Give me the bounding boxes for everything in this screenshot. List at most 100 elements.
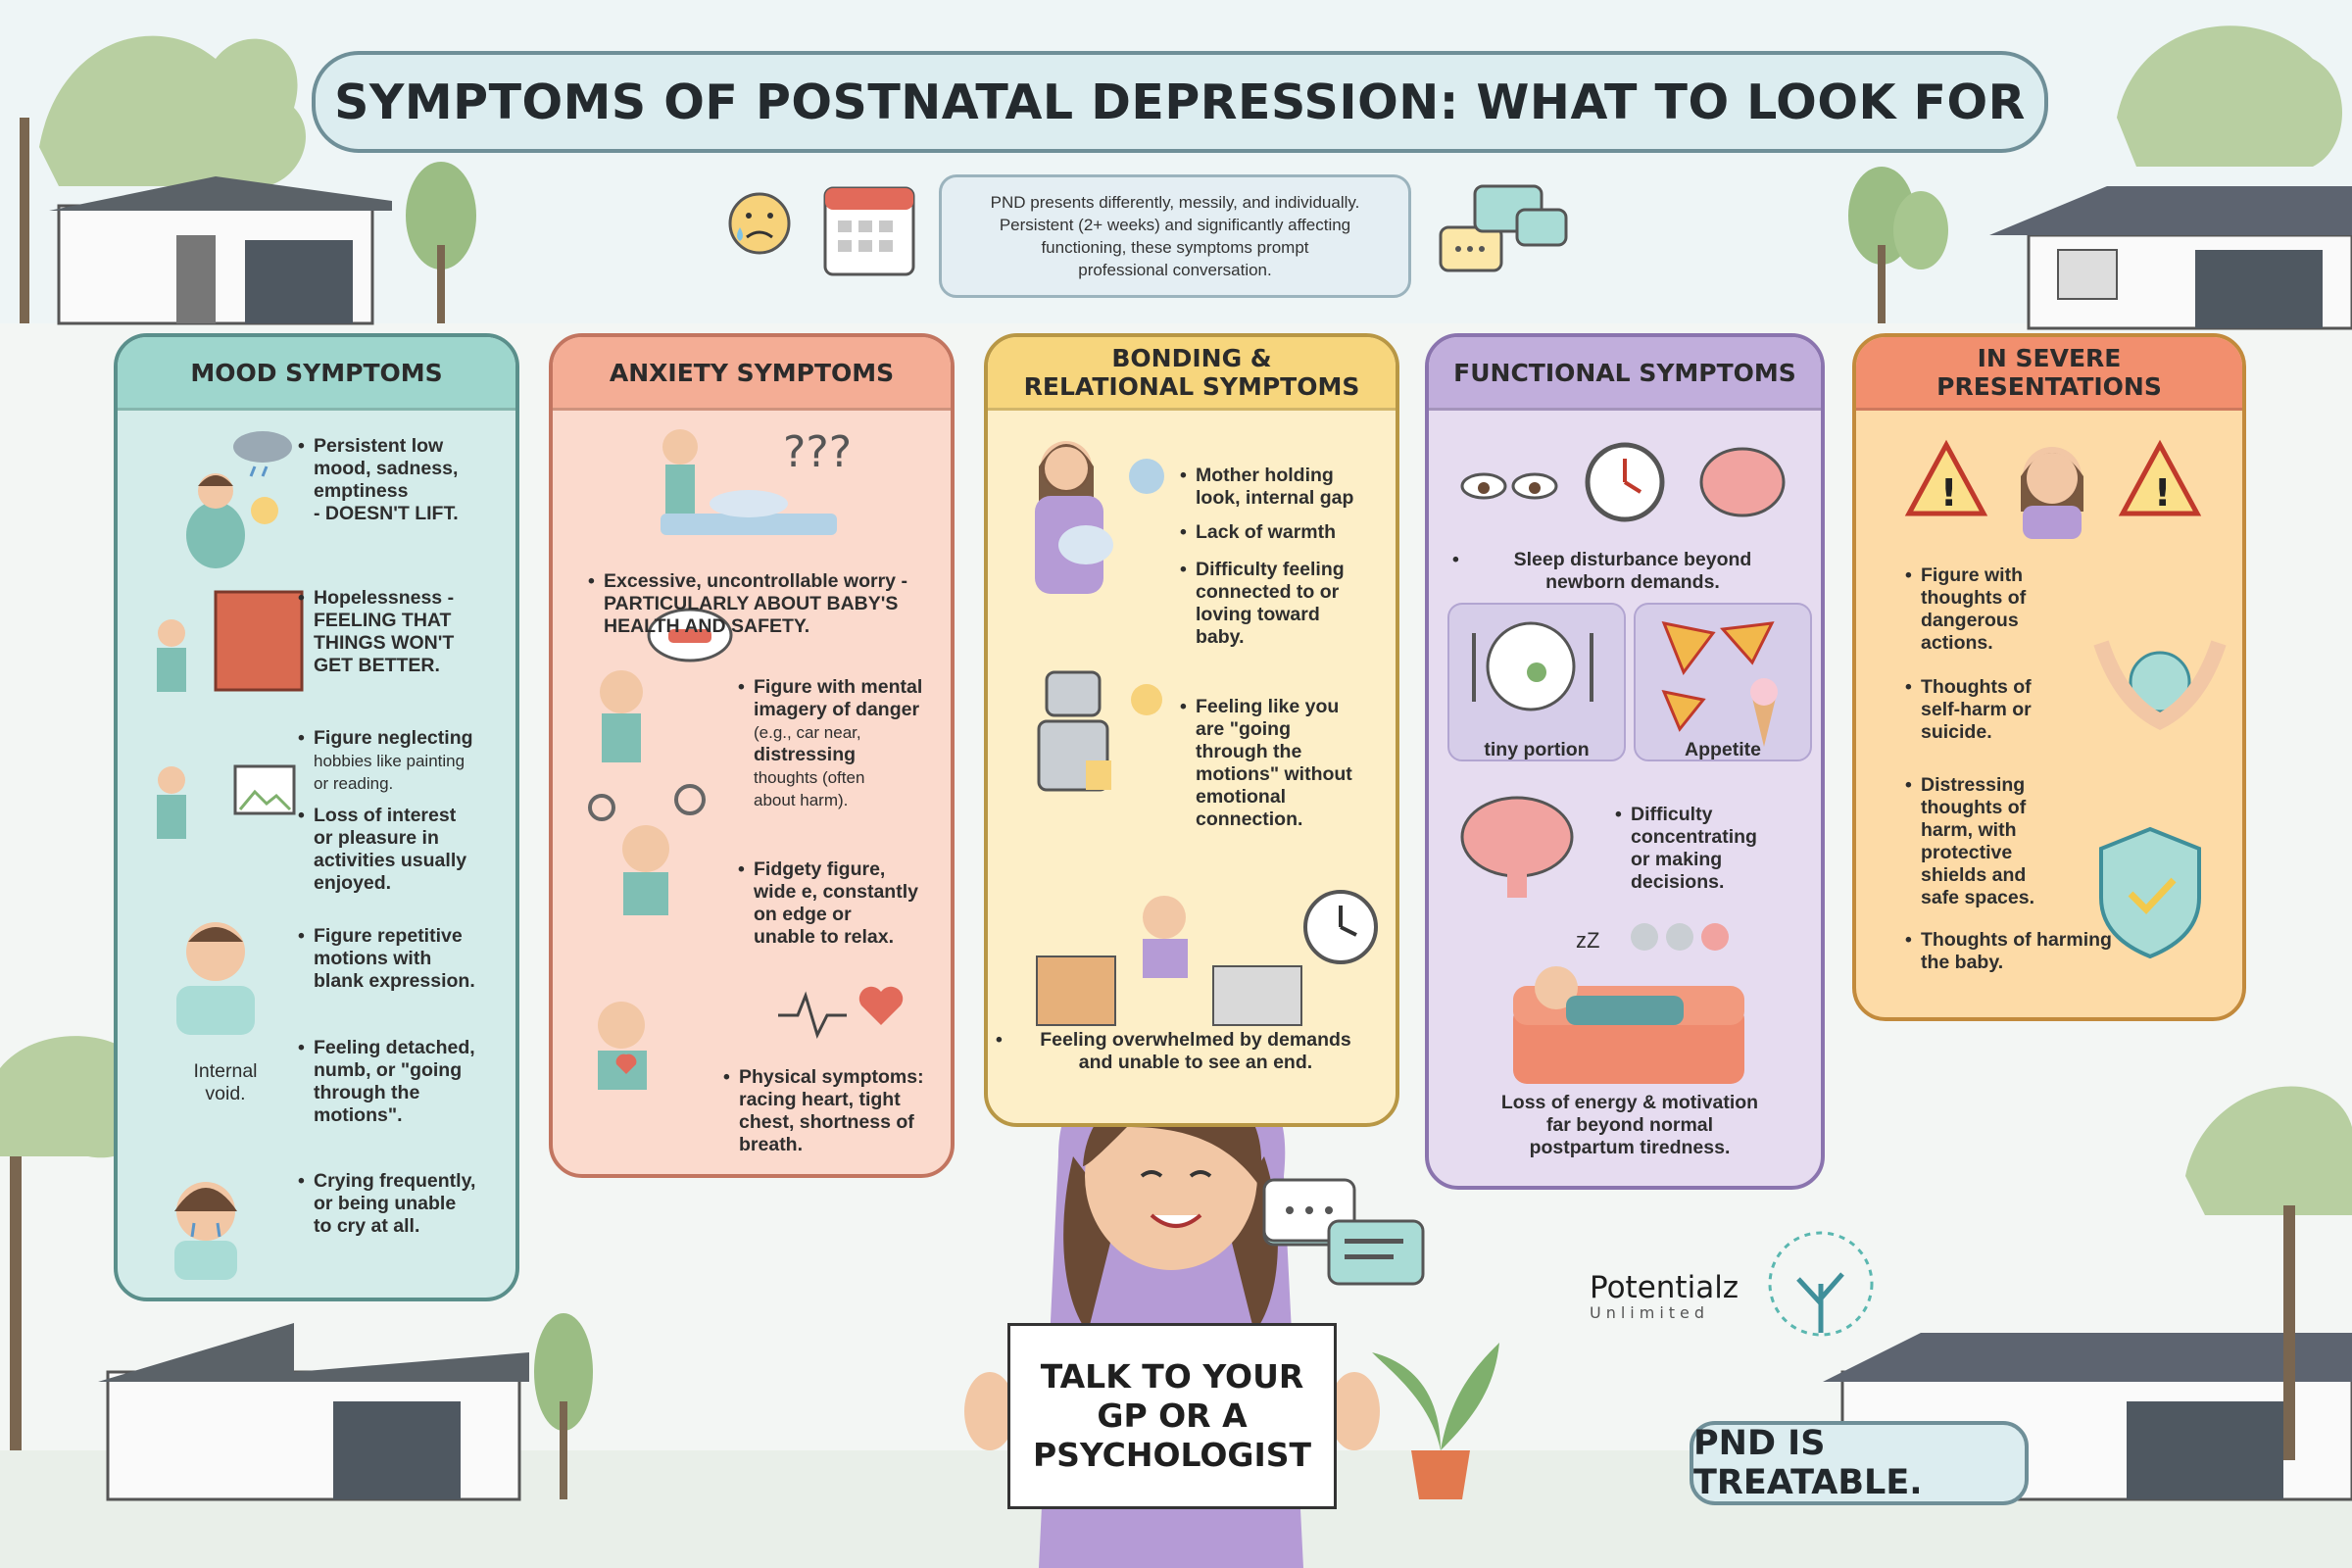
anxiety-line: unable to relax. (754, 926, 895, 948)
functional-line: postpartum tiredness. (1529, 1137, 1731, 1158)
mood-line: numb, or "going (314, 1059, 463, 1081)
severe-line: suicide. (1921, 721, 1992, 743)
internal-void-line: void. (205, 1083, 246, 1104)
anxiety-line: Figure with mental (754, 676, 923, 698)
anxiety-line: racing heart, tight (739, 1089, 901, 1110)
bonding-illustrations (1035, 441, 1378, 1026)
anxiety-heading: ANXIETY SYMPTOMS (553, 337, 951, 411)
bonding-line: Difficulty feeling (1196, 559, 1345, 580)
bonding-item: Lack of warmth (1180, 521, 1392, 544)
severe-line: Figure with (1921, 564, 2023, 586)
bonding-symptoms-card: BONDING &RELATIONAL SYMPTOMS Mother hold… (984, 333, 1399, 1127)
bonding-line: Lack of warmth (1196, 521, 1337, 543)
mood-line: Persistent low (314, 435, 444, 457)
severe-line: dangerous (1921, 610, 2019, 631)
treatable-text: PND IS TREATABLE. (1693, 1424, 1923, 1502)
gears-icon (588, 784, 706, 915)
mood-line: Hopelessness - (314, 587, 455, 609)
mood-line: to cry at all. (314, 1215, 420, 1237)
mood-line: activities usually (314, 850, 467, 871)
severe-line: thoughts of (1921, 797, 2027, 818)
anxiety-line: on edge or (754, 904, 852, 925)
mood-line: mood, sadness, (314, 458, 459, 479)
intro-line: PND presents differently, messily, and i… (990, 193, 1360, 212)
sign-line: GP OR A (1097, 1396, 1248, 1435)
severe-line: harm, with (1921, 819, 2017, 841)
chat-bubbles-icon (1439, 184, 1568, 272)
bonding-line: through the (1196, 741, 1302, 762)
severe-line: shields and (1921, 864, 2027, 886)
functional-illustrations (1447, 442, 1812, 1084)
bonding-line: look, internal gap (1196, 487, 1354, 509)
mood-line: or being unable (314, 1193, 457, 1214)
anxiety-heading-text: ANXIETY SYMPTOMS (609, 358, 895, 387)
severe-line: the baby. (1921, 952, 2004, 973)
brand-logo: Potentialz Unlimited (1590, 1270, 1739, 1322)
mood-heading-text: MOOD SYMPTOMS (190, 358, 443, 387)
severe-line: safe spaces. (1921, 887, 2035, 908)
bonding-line: emotional (1196, 786, 1287, 808)
bonding-line: are "going (1196, 718, 1292, 740)
anxiety-line: Excessive, uncontrollable worry - (604, 570, 907, 592)
bonding-line: Feeling like you (1196, 696, 1340, 717)
heart-icon (598, 986, 904, 1090)
worried-woman-icon (2021, 447, 2083, 539)
neglected-painting-icon (157, 764, 296, 839)
mother-holding-baby-icon (1035, 441, 1164, 594)
treatable-banner: PND IS TREATABLE. (1690, 1421, 2029, 1505)
bonding-line: loving toward (1196, 604, 1320, 625)
tree-top-left-icon (406, 162, 476, 323)
functional-line: Difficulty (1631, 804, 1713, 825)
page-title-text: SYMPTOMS OF POSTNATAL DEPRESSION: WHAT T… (334, 74, 2026, 130)
mood-line: through the (314, 1082, 420, 1103)
page-title: SYMPTOMS OF POSTNATAL DEPRESSION: WHAT T… (312, 51, 2048, 153)
brain-icon (1460, 796, 1574, 898)
anxiety-line: PARTICULARLY ABOUT BABY'S (604, 593, 899, 614)
intro-line: functioning, these symptoms prompt (1041, 238, 1309, 257)
warning-left-icon: ! (1904, 439, 1988, 516)
talk-to-gp-sign: TALK TO YOUR GP OR A PSYCHOLOGIST (1007, 1323, 1337, 1509)
anxiety-symptoms-card: ANXIETY SYMPTOMS ??? Excessive, uncontro… (549, 333, 955, 1178)
severe-illustrations: ! ! (1904, 439, 2227, 959)
severe-line: Thoughts of (1921, 676, 2032, 698)
mood-line: blank expression. (314, 970, 475, 992)
intro-line: Persistent (2+ weeks) and significantly … (999, 216, 1351, 234)
functional-symptoms-card: FUNCTIONAL SYMPTOMS Sleep disturbance be… (1425, 333, 1825, 1190)
mood-line: - DOESN'T LIFT. (314, 503, 459, 524)
bonding-line: baby. (1196, 626, 1245, 648)
mood-line: Crying frequently, (314, 1170, 476, 1192)
mood-line: or reading. (314, 774, 394, 793)
svg-text:???: ??? (783, 427, 852, 477)
functional-line: concentrating (1631, 826, 1757, 848)
crying-woman-icon (174, 1182, 237, 1280)
mood-line: or pleasure in (314, 827, 439, 849)
mood-item: Feeling detached,numb, or "goingthrough … (298, 1037, 510, 1127)
brand-name: Potentialz (1590, 1270, 1740, 1305)
brick-wall-icon (157, 590, 304, 692)
anxiety-item: Physical symptoms:racing heart, tightche… (723, 1066, 950, 1156)
bonding-line: motions" without (1196, 763, 1352, 785)
functional-line: newborn demands. (1545, 571, 1720, 593)
anxiety-line: Fidgety figure, (754, 858, 886, 880)
bonding-line: connection. (1196, 808, 1303, 830)
overwhelmed-mother-icon (1036, 890, 1378, 1026)
mood-line: Figure repetitive (314, 925, 463, 947)
severe-heading-line: IN SEVERE (1977, 344, 2122, 372)
bonding-heading: BONDING &RELATIONAL SYMPTOMS (988, 337, 1396, 411)
anxiety-line: chest, shortness of (739, 1111, 914, 1133)
anxiety-line: HEALTH AND SAFETY. (604, 615, 810, 637)
mood-illustrations (157, 431, 304, 1280)
mood-line: Feeling detached, (314, 1037, 475, 1058)
